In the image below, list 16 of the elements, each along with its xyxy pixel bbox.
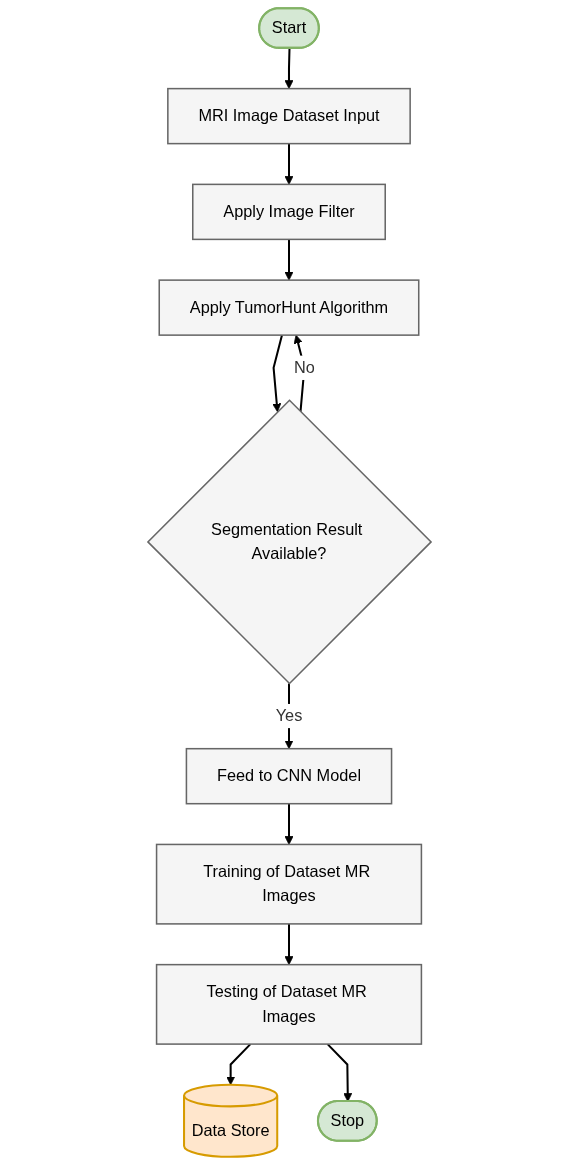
arrow	[272, 334, 283, 413]
node-box: Training of Dataset MR Images	[155, 843, 423, 925]
node-box: Apply TumorHunt Algorithm	[158, 279, 420, 336]
arrow	[284, 239, 294, 281]
node-box: MRI Image Dataset Input	[167, 87, 411, 145]
edge-label: No	[293, 358, 315, 376]
node-diamond: Segmentation Result Available?	[146, 399, 433, 685]
edge-label: Yes	[275, 706, 303, 725]
arrow	[284, 923, 294, 966]
arrow	[284, 143, 294, 185]
arrow	[284, 48, 294, 90]
arrow	[284, 803, 294, 845]
node-box: Feed to CNN Model	[185, 747, 393, 805]
node-box: Testing of Dataset MR Images	[155, 963, 423, 1045]
node-box: Apply Image Filter	[192, 183, 386, 241]
arrow	[226, 1043, 252, 1086]
